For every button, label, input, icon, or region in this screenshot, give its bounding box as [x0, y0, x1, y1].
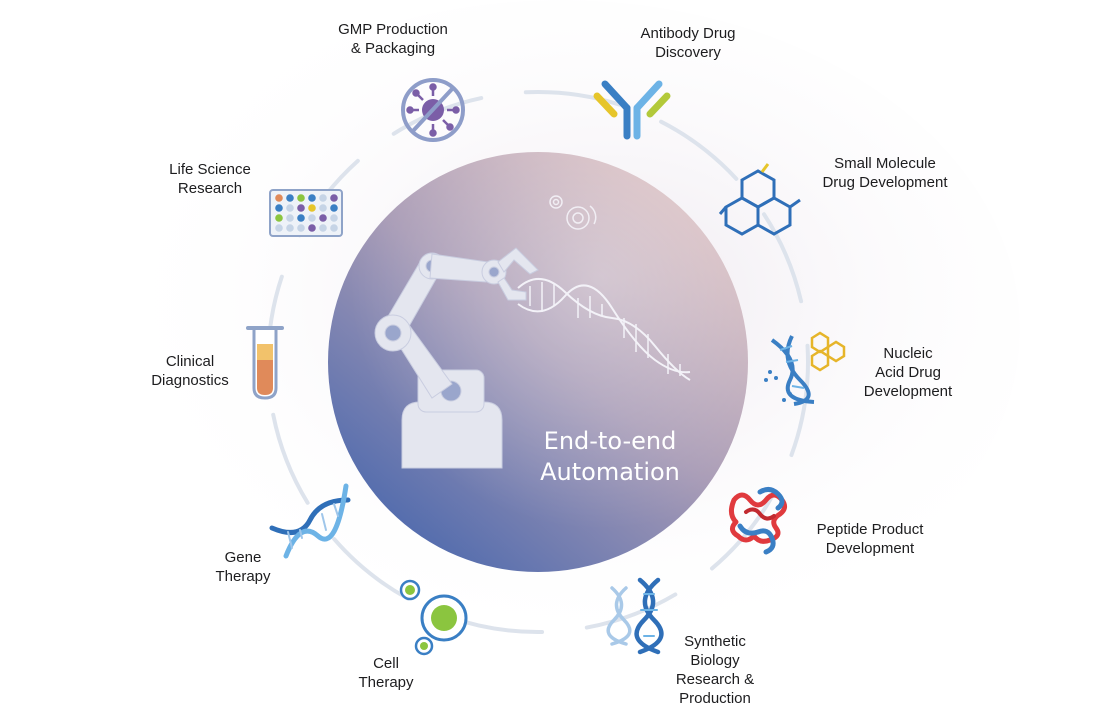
well — [286, 224, 294, 232]
well — [330, 214, 338, 222]
robot-arm-icon — [374, 247, 539, 469]
label-clinical: Clinical Diagnostics — [151, 353, 229, 389]
molecule-icon — [718, 163, 801, 236]
well — [330, 224, 338, 232]
well — [286, 194, 294, 202]
well — [308, 214, 316, 222]
cells-icon — [399, 579, 468, 656]
label-antibody: Antibody Drug Discovery — [640, 25, 736, 61]
center-title: End-to-end Automation — [540, 427, 680, 486]
well-plate-icon — [269, 189, 343, 237]
well — [297, 214, 305, 222]
dna-icon — [269, 483, 351, 559]
test-tube-icon — [246, 326, 284, 400]
label-nucleic: Nucleic Acid Drug Development — [863, 345, 953, 400]
well — [308, 224, 316, 232]
antibody-icon — [593, 80, 671, 140]
well — [286, 214, 294, 222]
label-gene: Gene Therapy — [215, 549, 271, 585]
well — [330, 204, 338, 212]
well — [319, 204, 327, 212]
well — [319, 194, 327, 202]
label-cell: Cell Therapy — [358, 655, 414, 691]
well — [297, 204, 305, 212]
label-lifesci: Life Science Research — [169, 161, 251, 197]
well — [297, 194, 305, 202]
no-virus-icon — [401, 78, 465, 142]
well — [286, 204, 294, 212]
well — [275, 214, 283, 222]
well — [275, 194, 283, 202]
well — [297, 224, 305, 232]
label-small-molecule: Small Molecule Drug Development — [822, 155, 948, 191]
double-dna-icon — [606, 577, 664, 655]
dna-strand-icon — [517, 278, 691, 381]
well — [330, 194, 338, 202]
bubble-icon — [549, 195, 597, 230]
well — [319, 214, 327, 222]
label-gmp: GMP Production & Packaging — [338, 21, 448, 57]
well — [275, 204, 283, 212]
well — [319, 224, 327, 232]
label-synbio: Synthetic Biology Research & Production — [675, 633, 755, 707]
well — [308, 204, 316, 212]
label-peptide: Peptide Product Development — [816, 521, 924, 557]
central-sphere — [328, 152, 748, 572]
well — [308, 194, 316, 202]
dna-hexagon-icon — [764, 331, 846, 406]
protein-icon — [728, 486, 788, 555]
well — [275, 224, 283, 232]
